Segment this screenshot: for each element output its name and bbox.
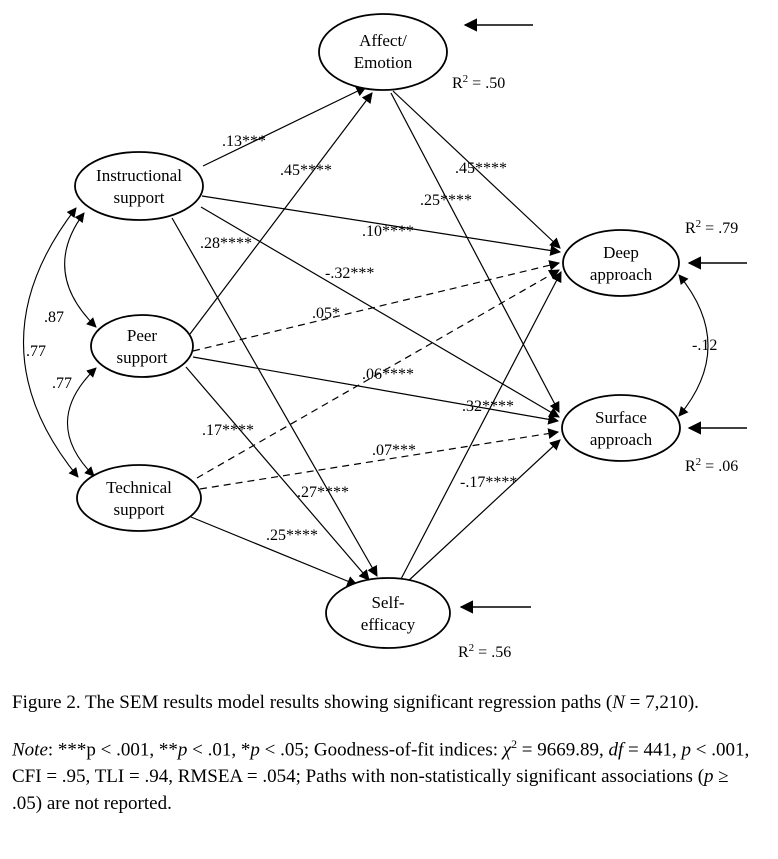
coef-peer-self: .27**** (297, 484, 349, 501)
node-self-efficacy (325, 577, 451, 649)
node-label-technical-2: support (114, 500, 165, 519)
covariance-deep-surface (678, 274, 709, 417)
coef-self-deep: .32**** (462, 398, 514, 415)
node-label-deep-1: Deep (603, 243, 639, 262)
node-labels: Affect/ Emotion Instructional support Pe… (96, 31, 653, 634)
node-instructional-support (74, 151, 204, 221)
coef-instructional-affect: .13*** (222, 133, 266, 150)
cov-label-peer-technical: .77 (52, 375, 72, 392)
path-lines (171, 86, 562, 587)
coef-peer-surface: .06**** (362, 366, 414, 383)
coef-peer-affect: .45**** (280, 162, 332, 179)
node-label-technical-1: Technical (106, 478, 172, 497)
node-label-self-2: efficacy (361, 615, 416, 634)
coef-instructional-deep: .10**** (362, 223, 414, 240)
path-instructional-to-self (171, 217, 378, 577)
coef-affect-deep: .45**** (455, 160, 507, 177)
r2-deep: R2 = .79 (685, 218, 738, 237)
node-label-surface-1: Surface (595, 408, 647, 427)
latent-nodes (74, 13, 681, 649)
node-label-instructional-1: Instructional (96, 166, 182, 185)
residual-arrows (459, 18, 747, 614)
sem-path-diagram: Affect/ Emotion Instructional support Pe… (22, 13, 747, 661)
path-coefficient-labels: .13*** .45**** .45**** .25**** .10**** .… (200, 133, 517, 544)
node-label-affect-1: Affect/ (359, 31, 407, 50)
r2-surface: R2 = .06 (685, 456, 738, 475)
path-self-to-deep (400, 271, 562, 580)
cov-label-instructional-peer: .87 (44, 309, 64, 326)
node-label-deep-2: approach (590, 265, 653, 284)
figure-note: Note: ***p < .001, **p < .01, *p < .05; … (12, 737, 750, 815)
node-surface-approach (561, 394, 681, 462)
r2-self: R2 = .56 (458, 642, 511, 661)
path-peer-to-self (185, 366, 370, 581)
node-label-surface-2: approach (590, 430, 653, 449)
node-label-self-1: Self- (371, 593, 404, 612)
r2-labels: R2 = .50 R2 = .79 R2 = .06 R2 = .56 (452, 73, 738, 661)
node-technical-support (76, 464, 202, 532)
path-technical-to-self (190, 516, 358, 587)
path-instructional-to-surface (200, 206, 560, 418)
covariance-labels: .87 .77 .77 -.12 (26, 309, 717, 392)
coef-instructional-self: .28**** (200, 235, 252, 252)
figure-caption: Figure 2. The SEM results model results … (12, 692, 699, 713)
path-technical-to-deep (196, 269, 560, 479)
coef-self-surface: -.17**** (460, 474, 517, 491)
path-peer-to-affect (189, 92, 373, 335)
node-label-instructional-2: support (114, 188, 165, 207)
covariance-curves (22, 207, 709, 478)
coef-affect-surface: .25**** (420, 192, 472, 209)
path-instructional-to-affect (202, 86, 367, 167)
covariance-instructional-technical (22, 207, 79, 478)
coef-technical-surface: .07*** (372, 442, 416, 459)
coef-technical-deep: .17**** (202, 422, 254, 439)
path-affect-to-surface (390, 92, 560, 413)
node-affect-emotion (318, 13, 448, 91)
path-self-to-surface (405, 439, 561, 584)
node-deep-approach (562, 229, 680, 297)
path-technical-to-surface (199, 428, 560, 490)
covariance-peer-technical (66, 367, 97, 477)
cov-label-deep-surface: -.12 (692, 337, 717, 354)
path-affect-to-deep (392, 90, 561, 249)
path-peer-to-surface (192, 356, 560, 425)
coef-peer-deep: .05* (312, 305, 340, 322)
covariance-instructional-peer (64, 212, 97, 328)
path-instructional-to-deep (201, 195, 562, 256)
coef-instructional-surface: -.32*** (325, 265, 374, 282)
r2-affect: R2 = .50 (452, 73, 505, 92)
node-label-peer-1: Peer (127, 326, 158, 345)
node-label-peer-2: support (117, 348, 168, 367)
coef-technical-self: .25**** (266, 527, 318, 544)
node-label-affect-2: Emotion (354, 53, 413, 72)
path-peer-to-deep (192, 260, 561, 352)
node-peer-support (90, 314, 194, 378)
cov-label-instructional-technical: .77 (26, 343, 46, 360)
